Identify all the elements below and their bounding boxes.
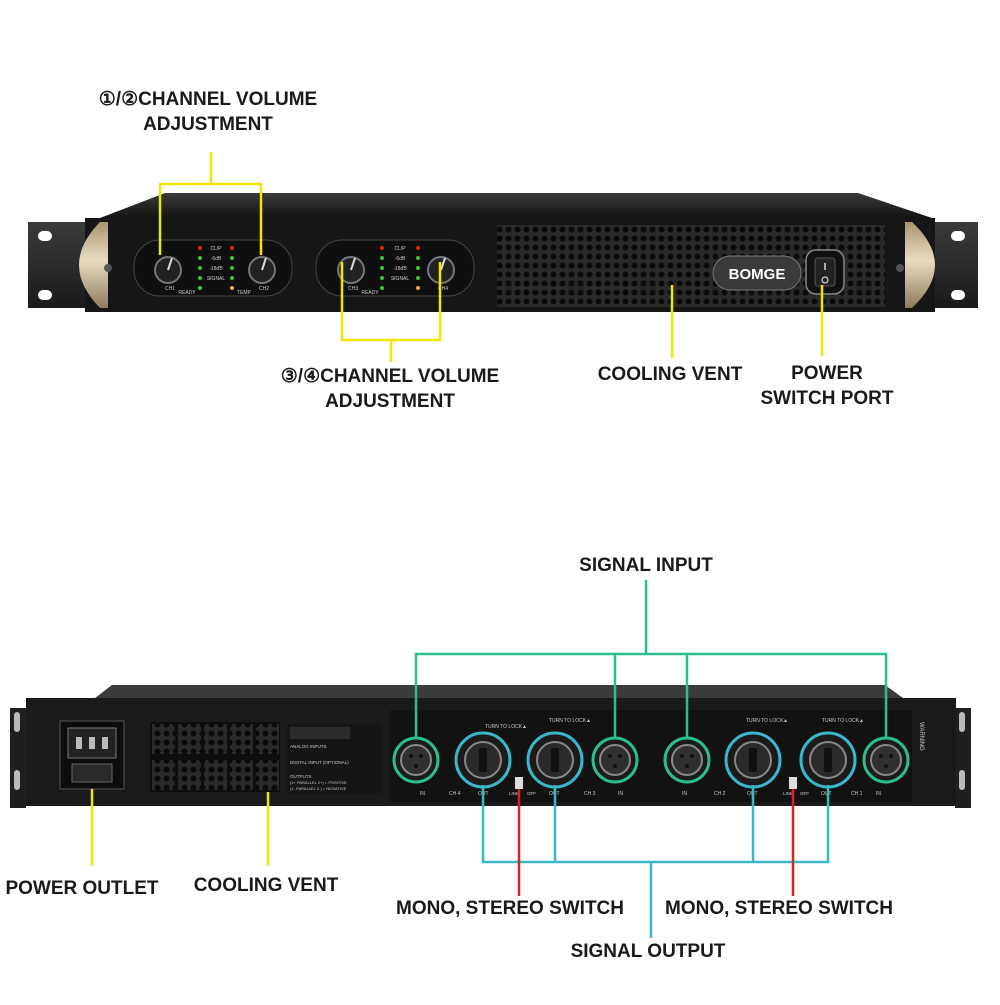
signal-input-callouts [414,580,888,737]
indicator-clip: CLIP [210,246,222,252]
mono-stereo-switch-left[interactable] [515,777,523,789]
brand-plate [712,255,802,291]
label-ch12-volume: ①/②CHANNEL VOLUME ADJUSTMENT [90,87,326,137]
turn-to-lock-label: TURN TO LOCK▲ [549,718,591,724]
speakon-output-ch2[interactable] [724,731,782,789]
xlr-input-ch3[interactable] [591,736,639,784]
link-label: LINK [509,791,519,796]
ch3-label: CH 3 [584,791,596,797]
signal-output-callouts [481,785,830,938]
rear-cooling-vent [150,722,280,792]
speakon-output-ch1[interactable] [799,731,857,789]
label-power-line1: POWER [791,363,863,384]
label-mono-stereo-right: MONO, STEREO SWITCH [665,898,893,919]
rack-hole [38,231,52,241]
screw [104,264,112,272]
indicator-signal: SIGNAL [207,276,226,282]
indicator-6db: -6dB [211,256,222,262]
handle-left [79,222,108,308]
rack-hole [951,231,965,241]
screw [896,264,904,272]
mono-stereo-switch-right[interactable] [789,777,797,789]
label-ch34-line1: ③/④CHANNEL VOLUME [280,366,500,387]
in-label-ch1: IN [876,791,881,797]
rack-ear-left [28,222,100,308]
indicator-6db: -6dB [395,256,406,262]
indicator-clip: CLIP [394,246,406,252]
knob-label-ch4: CH4 [438,286,448,292]
turn-to-lock-label: TURN TO LOCK▲ [485,724,527,730]
off-label: OFF [527,791,536,796]
ready-label: READY [178,290,196,296]
spec-digital-input: DIGITAL INPUT (OPTIONAL) [290,760,349,765]
in-label-ch4: IN [420,791,425,797]
label-front-cooling-vent: COOLING VENT [597,364,743,385]
temp-label: TEMP [237,290,252,296]
indicator-18db: -18dB [209,266,223,272]
chassis-top-rear [95,685,903,698]
led-column [380,246,420,290]
brand-name: BOMGE [729,266,786,283]
rack-ear-right [930,222,978,308]
led-column [198,246,234,290]
handle-right [905,222,935,308]
chassis-top [100,193,932,218]
rear-panel: ANALOG INPUTS DIGITAL INPUT (OPTIONAL) O… [10,685,971,808]
rack-hole [38,290,52,300]
xlr-input-ch4[interactable] [392,736,440,784]
indicator-signal: SIGNAL [391,276,410,282]
knob-label-ch3: CH3 [348,286,358,292]
front-callouts [158,152,824,362]
in-label-ch3: IN [618,791,623,797]
rear-yellow-callouts [90,789,270,866]
label-ch12-line1: ①/②CHANNEL VOLUME [98,89,318,110]
front-panel: CH1 CH2 READY TEMP CLIP -6dB -18dB SIGNA… [28,193,978,312]
ch2-label: CH 2 [714,791,726,797]
mono-stereo-callouts [517,789,795,896]
rack-hole [951,290,965,300]
spec-parallel-pos: (1+ PARALLEL 2+) = POSITIVE [290,780,347,785]
label-signal-output: SIGNAL OUTPUT [570,941,726,962]
xlr-input-ch1[interactable] [862,736,910,784]
label-ch34-volume: ③/④CHANNEL VOLUME ADJUSTMENT [272,364,508,414]
xlr-input-ch2[interactable] [663,736,711,784]
label-power-outlet: POWER OUTLET [5,878,159,899]
label-ch34-line2: ADJUSTMENT [325,391,455,412]
label-ch12-line2: ADJUSTMENT [143,114,273,135]
label-rear-cooling-vent: COOLING VENT [193,875,339,896]
warning-label: WARNING [918,722,924,751]
turn-to-lock-label: TURN TO LOCK▲ [822,718,864,724]
label-power-line2: SWITCH PORT [760,388,894,409]
ch1-label: CH 1 [851,791,863,797]
label-mono-stereo-left: MONO, STEREO SWITCH [396,898,624,919]
turn-to-lock-label: TURN TO LOCK▲ [746,718,788,724]
knob-label-ch2: CH2 [259,286,269,292]
speakon-output-ch4[interactable] [454,731,512,789]
spec-outputs: OUTPUTS [290,774,312,779]
indicator-18db: -18dB [393,266,407,272]
link-label: LINK [783,791,793,796]
label-signal-input: SIGNAL INPUT [579,555,713,576]
ready-label: READY [361,290,379,296]
out-label-ch1: OUT [821,791,832,797]
knob-label-ch1: CH1 [165,286,175,292]
in-label-ch2: IN [682,791,687,797]
spec-analog-inputs: ANALOG INPUTS [290,744,327,749]
label-power-switch-port: POWER SWITCH PORT [752,361,902,411]
spec-parallel-neg: (1- PARALLEL 2-) = NEGATIVE [290,786,347,791]
speakon-output-ch3[interactable] [526,731,584,789]
off-label: OFF [800,791,809,796]
ch4-label: CH 4 [449,791,461,797]
